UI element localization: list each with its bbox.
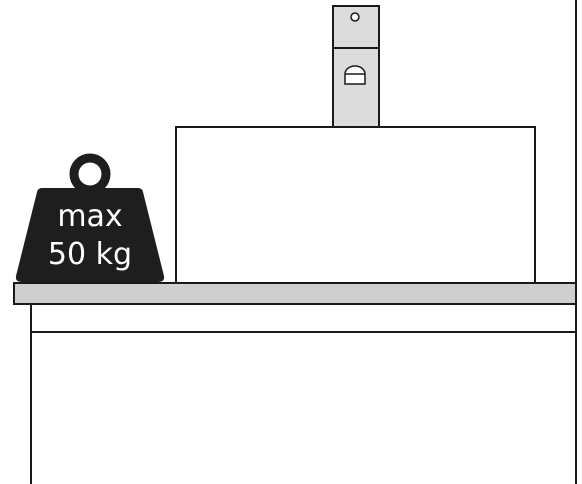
faucet-handle-icon — [344, 65, 366, 85]
basin — [175, 126, 536, 284]
weight-icon: max 50 kg — [15, 153, 165, 282]
faucet-hole-icon — [350, 12, 360, 22]
countertop — [13, 282, 577, 305]
weight-ring — [69, 153, 111, 195]
faucet — [332, 5, 380, 128]
weight-label-value: 50 kg — [48, 237, 132, 272]
weight-body — [15, 188, 165, 282]
cabinet — [30, 304, 576, 484]
weight-label-max: max — [57, 199, 122, 234]
